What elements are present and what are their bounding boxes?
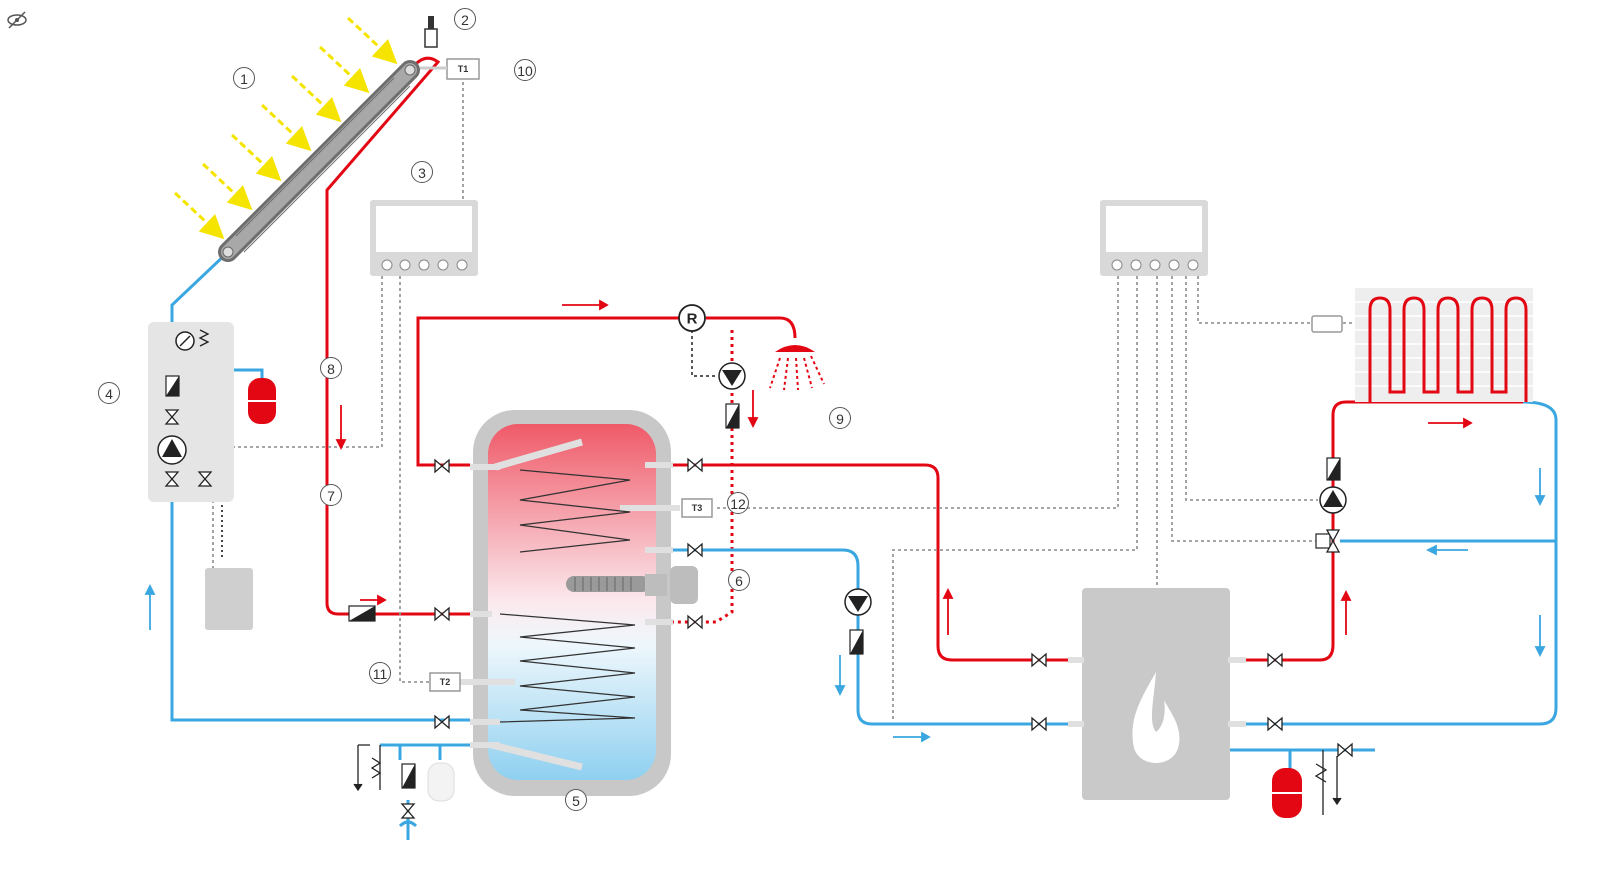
flow-arrows-hot xyxy=(335,299,1473,635)
pump-icon[interactable] xyxy=(718,362,1347,616)
solar-controller[interactable] xyxy=(370,200,478,276)
electric-heater[interactable] xyxy=(566,566,698,604)
number-label-2: 2 xyxy=(454,8,476,30)
number-label-9: 9 xyxy=(829,407,851,429)
number-label-10: 10 xyxy=(514,59,536,81)
flame-icon xyxy=(1132,672,1180,763)
lower-heat-exchanger-coil xyxy=(499,613,636,723)
pressure-gauge-icon xyxy=(175,331,195,351)
safety-valve-spring-icon xyxy=(198,329,210,347)
mixer-control-line xyxy=(691,330,716,377)
svg-text:11: 11 xyxy=(373,666,388,682)
hidden-eye-icon[interactable] xyxy=(7,11,27,29)
sensor-t1-label: T1 xyxy=(458,64,469,74)
thermostatic-mixer[interactable]: R xyxy=(678,304,706,332)
tank-connections xyxy=(460,438,680,771)
svg-text:4: 4 xyxy=(105,386,113,402)
svg-text:7: 7 xyxy=(327,488,335,504)
temperature-sensor-t1[interactable]: T1 xyxy=(446,58,480,80)
cold-water-supply xyxy=(398,820,418,828)
svg-text:3: 3 xyxy=(418,165,426,181)
pump-icon[interactable] xyxy=(157,435,187,465)
number-label-1: 1 xyxy=(233,67,255,89)
valve-icon[interactable] xyxy=(164,409,213,487)
air-vent[interactable] xyxy=(424,16,438,48)
expansion-vessel-icon[interactable] xyxy=(427,762,455,802)
svg-text:1: 1 xyxy=(240,71,248,87)
storage-tank[interactable] xyxy=(473,410,671,796)
solar-fluid-container[interactable] xyxy=(205,568,253,630)
temperature-sensor-t2[interactable]: T2 xyxy=(429,672,461,692)
mixer-label: R xyxy=(687,311,698,328)
flow-arrows-cold xyxy=(144,468,1546,743)
svg-text:8: 8 xyxy=(327,361,335,377)
safety-valve-spring-icon xyxy=(1314,750,1342,815)
check-valve-icon xyxy=(165,375,180,397)
gas-boiler[interactable] xyxy=(1082,588,1230,800)
svg-text:5: 5 xyxy=(572,793,580,809)
svg-text:10: 10 xyxy=(517,63,533,79)
floor-heating-panel[interactable] xyxy=(1355,288,1533,402)
check-valve-icon xyxy=(348,403,1341,789)
sensor-t2-label: T2 xyxy=(440,677,451,687)
svg-text:9: 9 xyxy=(836,411,844,427)
number-label-6: 6 xyxy=(728,569,750,591)
svg-text:2: 2 xyxy=(461,12,469,28)
number-label-5: 5 xyxy=(565,789,587,811)
upper-heat-exchanger-coil xyxy=(519,469,631,553)
dhw-circulation-pipe xyxy=(660,330,734,624)
safety-group xyxy=(353,744,382,792)
number-label-7: 7 xyxy=(320,484,342,506)
solar-collector[interactable] xyxy=(218,60,420,262)
valve-icon[interactable] xyxy=(400,457,1353,819)
boiler-connections xyxy=(1068,657,1246,727)
solar-pump-station[interactable] xyxy=(148,322,234,502)
solar-hot-flow-pipe xyxy=(325,56,470,616)
expansion-vessel-icon[interactable] xyxy=(1272,768,1302,818)
expansion-vessel-icon[interactable] xyxy=(248,378,276,424)
boiler-controller[interactable] xyxy=(1100,200,1208,276)
svg-text:6: 6 xyxy=(735,573,743,589)
number-label-11: 11 xyxy=(369,662,391,684)
number-label-8: 8 xyxy=(320,357,342,379)
number-label-4: 4 xyxy=(98,382,120,404)
number-label-3: 3 xyxy=(411,161,433,183)
room-sensor[interactable] xyxy=(1311,315,1343,333)
temperature-sensor-t3[interactable]: T3 xyxy=(681,498,713,518)
mixing-valve-icon[interactable] xyxy=(1315,529,1341,553)
sensor-t3-label: T3 xyxy=(692,503,703,513)
shower-icon xyxy=(769,345,825,391)
number-label-12: 12 xyxy=(727,492,749,514)
svg-text:12: 12 xyxy=(730,496,746,512)
